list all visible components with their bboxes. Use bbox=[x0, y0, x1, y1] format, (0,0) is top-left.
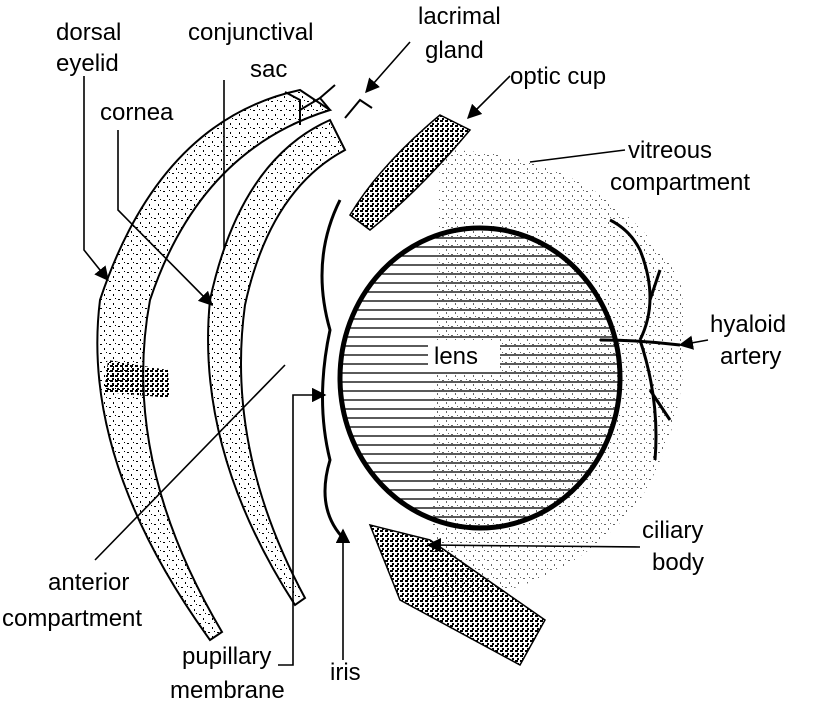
label-pupillary-membrane: pupillary membrane bbox=[170, 643, 285, 702]
eye-drawing bbox=[97, 85, 685, 665]
lacrimal-gland-arrow bbox=[366, 42, 410, 92]
dorsal-eyelid-line2: eyelid bbox=[56, 50, 119, 77]
pupillary-line1: pupillary bbox=[182, 643, 271, 670]
eyelid-dense-patch bbox=[104, 360, 170, 398]
label-conjunctival-sac: conjunctival sac bbox=[188, 19, 313, 83]
label-optic-cup: optic cup bbox=[510, 63, 606, 90]
conjunctival-sac-line1: conjunctival bbox=[188, 19, 313, 46]
dorsal-eyelid-line1: dorsal bbox=[56, 19, 121, 46]
label-ciliary-body: ciliary body bbox=[642, 517, 704, 576]
vitreous-line bbox=[530, 150, 625, 162]
label-cornea: cornea bbox=[100, 99, 174, 126]
hyaloid-line2: artery bbox=[720, 343, 781, 370]
label-vitreous-compartment: vitreous compartment bbox=[610, 137, 750, 196]
lens-shape bbox=[340, 228, 620, 528]
label-lacrimal-gland: lacrimal gland bbox=[418, 3, 501, 64]
optic-cup-arrow bbox=[468, 76, 510, 118]
anterior-line1: anterior bbox=[48, 569, 129, 596]
label-lens: lens bbox=[434, 343, 478, 370]
lacrimal-gland-line1: lacrimal bbox=[418, 3, 501, 30]
conjunctival-sac-line2: sac bbox=[250, 56, 287, 83]
hyaloid-line1: hyaloid bbox=[710, 311, 786, 338]
label-iris: iris bbox=[330, 659, 361, 686]
vitreous-line2: compartment bbox=[610, 169, 750, 196]
ciliary-line2: body bbox=[652, 549, 704, 576]
label-anterior-compartment: anterior compartment bbox=[2, 569, 142, 632]
label-hyaloid-artery: hyaloid artery bbox=[710, 311, 786, 370]
ciliary-line1: ciliary bbox=[642, 517, 703, 544]
vitreous-line1: vitreous bbox=[628, 137, 712, 164]
pupillary-line2: membrane bbox=[170, 677, 285, 702]
anterior-line2: compartment bbox=[2, 605, 142, 632]
label-dorsal-eyelid: dorsal eyelid bbox=[56, 19, 121, 77]
lacrimal-gland-line2: gland bbox=[425, 37, 484, 64]
pupillary-arrow bbox=[278, 395, 325, 665]
